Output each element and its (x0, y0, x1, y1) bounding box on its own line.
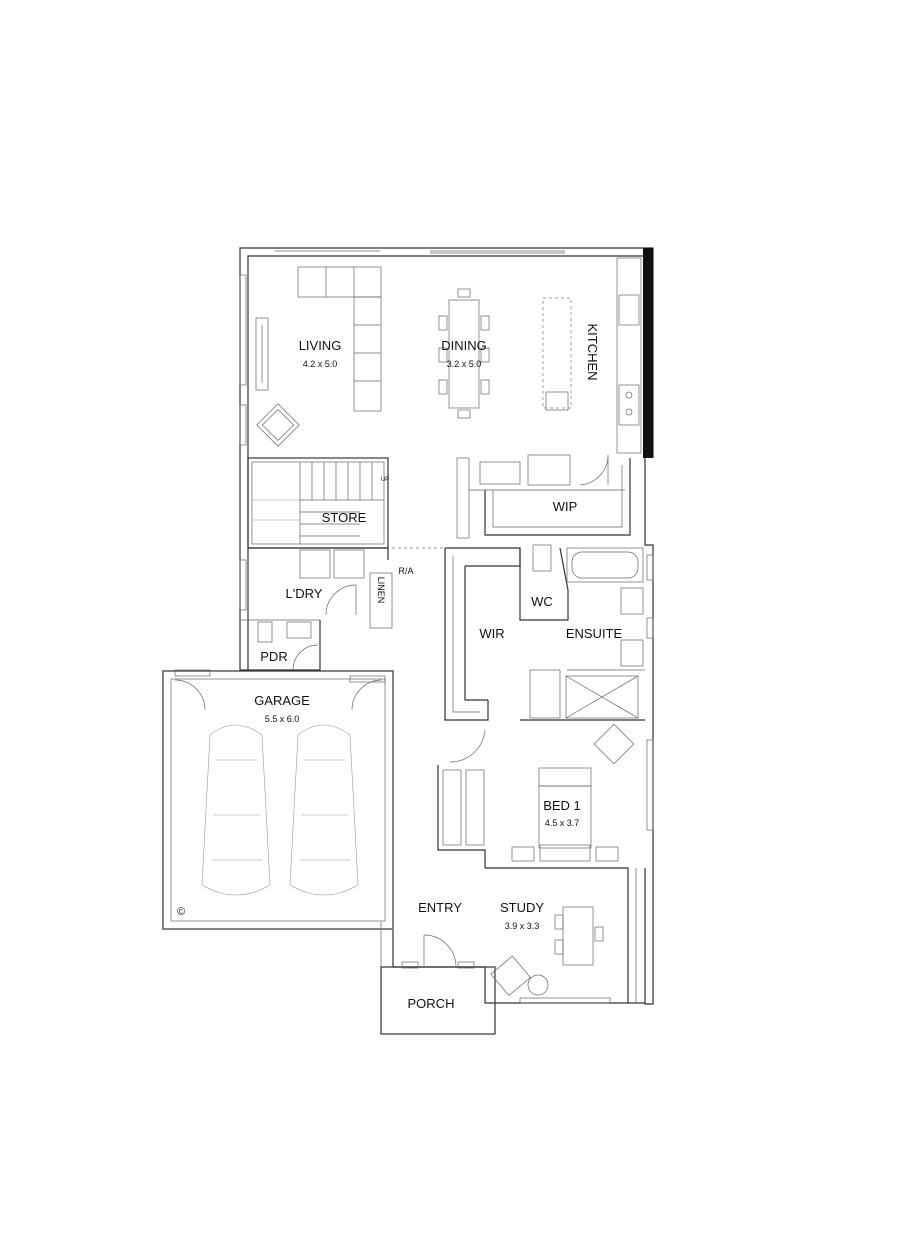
bed1-dims: 4.5 x 3.7 (545, 818, 580, 828)
store-label: STORE (322, 510, 367, 525)
bed1-label: BED 1 (543, 798, 581, 813)
armchair (256, 403, 300, 447)
dining-table (448, 299, 480, 409)
living-label: LIVING (299, 338, 342, 353)
living-dims: 4.2 x 5.0 (303, 359, 338, 369)
interior-walls (174, 257, 645, 969)
exterior-walls (162, 247, 654, 1035)
copyright-symbol: © (177, 906, 185, 918)
study-desk (562, 906, 594, 966)
ensuite-label: ENSUITE (566, 626, 623, 641)
windows (239, 250, 654, 1004)
car-right (289, 724, 359, 896)
north-wall (239, 247, 654, 553)
furniture (201, 266, 635, 996)
garage-dims: 5.5 x 6.0 (265, 714, 300, 724)
study-dims: 3.9 x 3.3 (505, 921, 540, 931)
garage-outline (162, 670, 394, 930)
room-labels: LIVING 4.2 x 5.0 DINING 3.2 x 5.0 KITCHE… (177, 323, 623, 1011)
ra-label: R/A (398, 566, 413, 576)
up-label: UP (381, 477, 389, 483)
dining-dims: 3.2 x 5.0 (447, 359, 482, 369)
wip-label: WIP (553, 499, 578, 514)
linen-label: LINEN (376, 577, 386, 604)
pdr-label: PDR (260, 649, 287, 664)
wir-label: WIR (479, 626, 504, 641)
wc-label: WC (531, 594, 553, 609)
garage-label: GARAGE (254, 693, 310, 708)
laundry-label: L'DRY (286, 586, 323, 601)
kitchen-feature-wall (643, 248, 653, 458)
sofa (297, 266, 382, 298)
tv-unit (255, 317, 269, 391)
dining-label: DINING (441, 338, 487, 353)
porch-outline (380, 966, 496, 1035)
study-label: STUDY (500, 900, 544, 915)
kitchen-label: KITCHEN (585, 323, 600, 380)
car-left (201, 724, 271, 896)
porch-label: PORCH (408, 996, 455, 1011)
entry-label: ENTRY (418, 900, 462, 915)
